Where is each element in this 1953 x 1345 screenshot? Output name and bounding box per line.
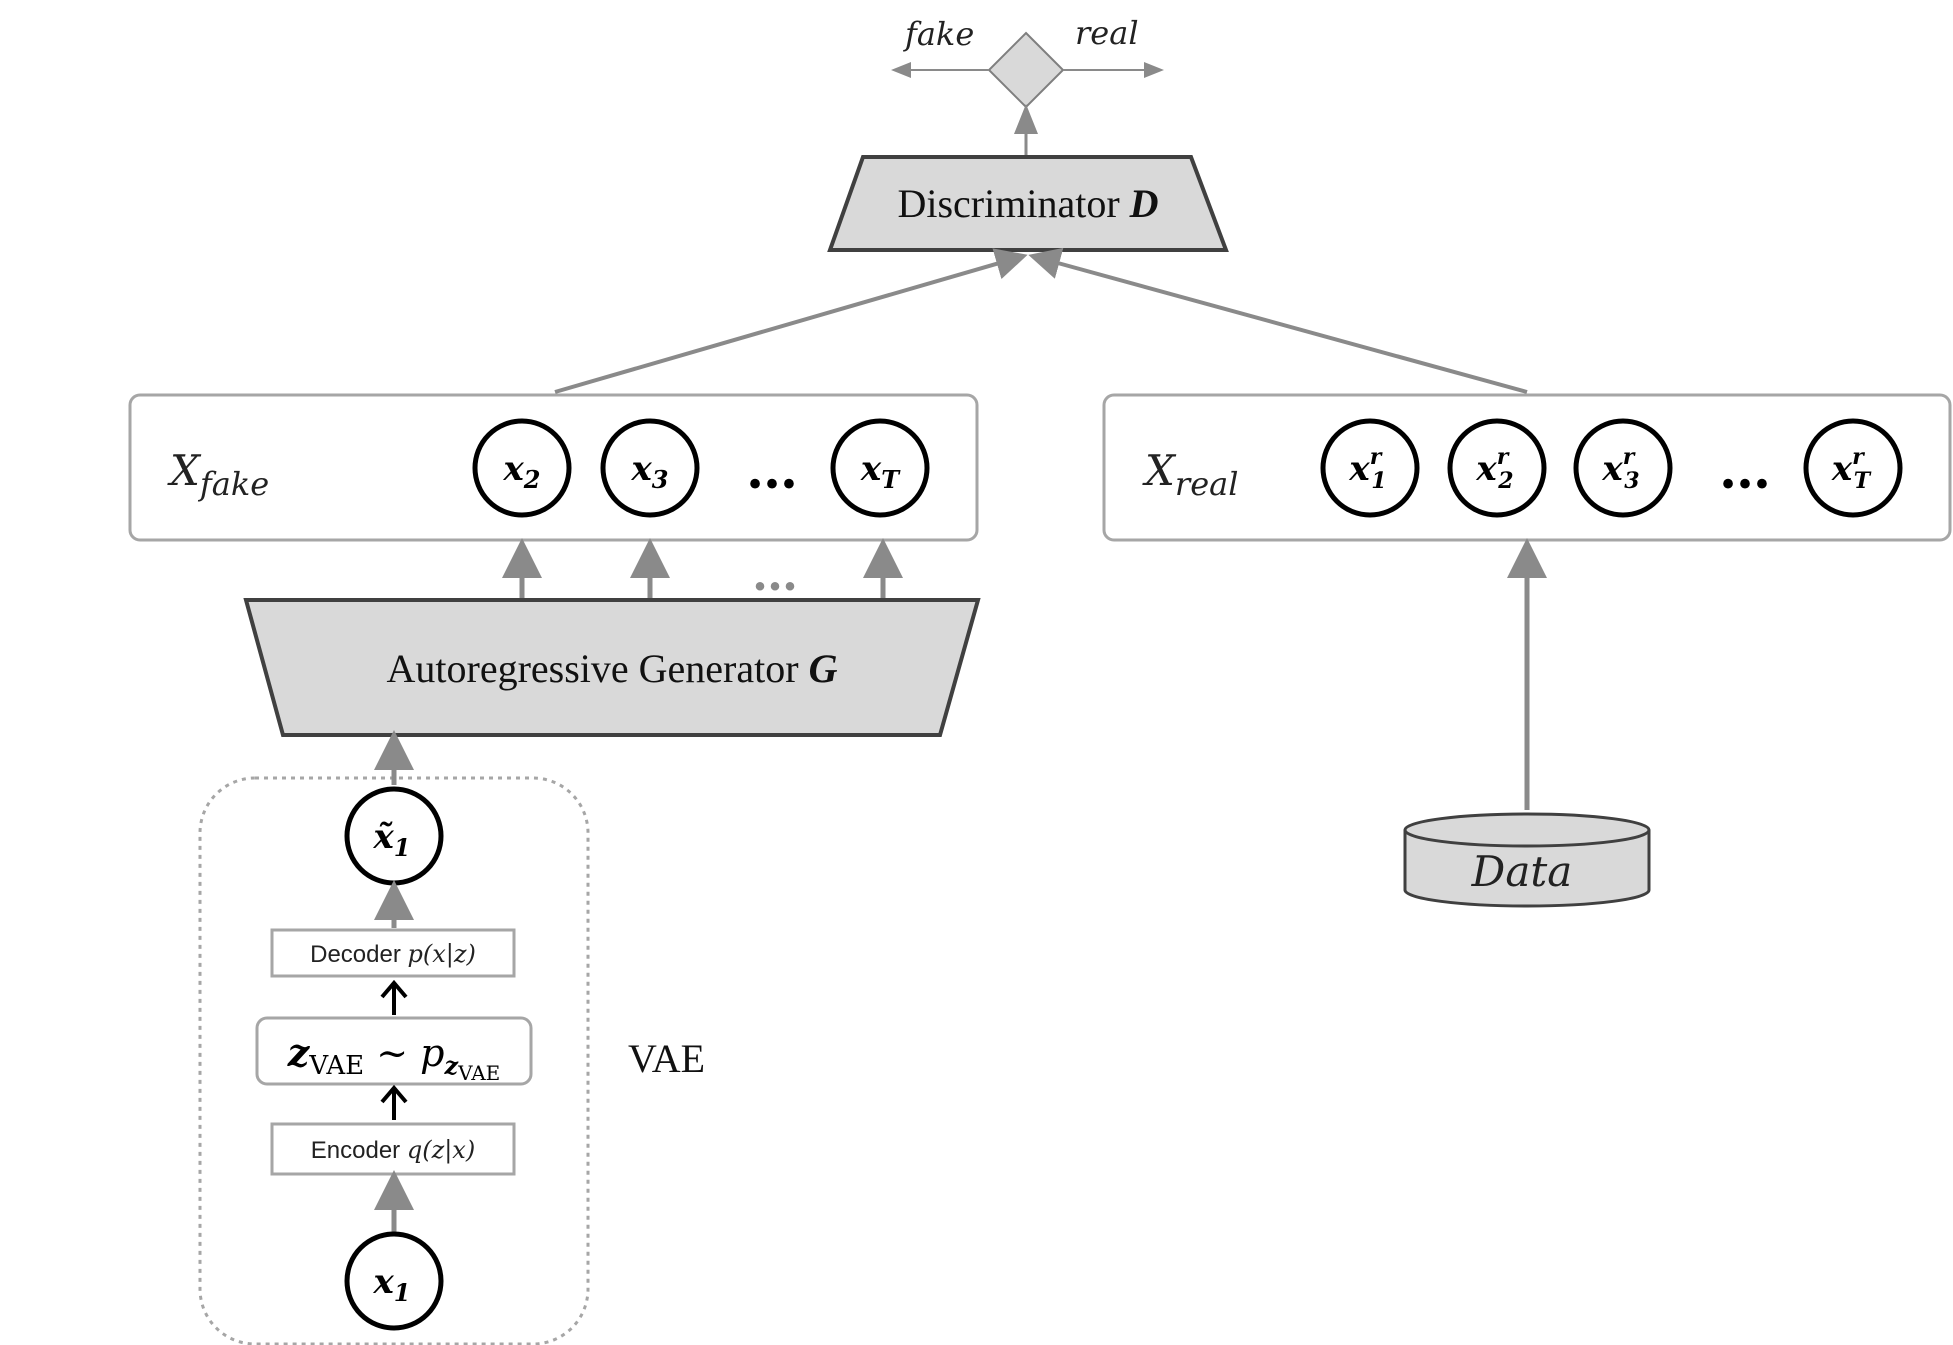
svg-text:zVAE ~ pzVAE: zVAE ~ pzVAE bbox=[287, 1030, 501, 1085]
data-cylinder-top bbox=[1403, 812, 1651, 848]
latent-box: zVAE ~ pzVAE bbox=[255, 1016, 533, 1086]
svg-text:x̃1: x̃1 bbox=[373, 817, 411, 862]
svg-text:Decoder p(x|z): Decoder p(x|z) bbox=[310, 940, 476, 969]
fake-to-discriminator-arrow bbox=[554, 248, 1028, 394]
decision-node: fake real bbox=[891, 14, 1164, 155]
discriminator-shape bbox=[827, 155, 1229, 252]
svg-text:xT: xT bbox=[860, 449, 901, 494]
generator-label: Autoregressive Generator G bbox=[387, 646, 838, 691]
vae-label: VAE bbox=[628, 1036, 705, 1081]
node-x1: x1 bbox=[344, 1231, 444, 1331]
real-sequence-label: Xreal bbox=[1142, 446, 1238, 503]
svg-text:Encoder q(z|x): Encoder q(z|x) bbox=[311, 1136, 475, 1165]
svg-text:x2: x2 bbox=[503, 449, 541, 494]
latent-to-decoder-arrow bbox=[380, 979, 408, 1015]
node-xT: xT bbox=[830, 418, 930, 518]
decoder-box: Decoder p(x|z) bbox=[270, 928, 516, 978]
discriminator-block: Discriminator D bbox=[827, 155, 1229, 252]
generator-block: Autoregressive Generator G bbox=[243, 598, 981, 737]
node-x3: x3 bbox=[600, 418, 700, 518]
discriminator-label: Discriminator D bbox=[897, 181, 1158, 226]
data-cylinder-body bbox=[1403, 830, 1651, 908]
svg-text:xr2: xr2 bbox=[1475, 444, 1513, 494]
encoder-to-latent-arrow bbox=[380, 1084, 408, 1120]
svg-text:xrT: xrT bbox=[1831, 444, 1872, 494]
node-x-tilde-1: x̃1 bbox=[344, 786, 444, 886]
svg-text:xr1: xr1 bbox=[1348, 444, 1386, 494]
vae-block: VAE x̃1 Decoder p(x|z) zVAE ~ pzVAE bbox=[198, 730, 705, 1345]
svg-text:x3: x3 bbox=[631, 449, 669, 494]
node-x2: x2 bbox=[472, 418, 572, 518]
real-sequence-ellipsis: … bbox=[1719, 440, 1771, 501]
fake-label: fake bbox=[903, 15, 974, 53]
fake-sequence-ellipsis: … bbox=[746, 440, 798, 501]
data-label: Data bbox=[1471, 847, 1573, 896]
svg-text:xr3: xr3 bbox=[1601, 444, 1639, 494]
encoder-box: Encoder q(z|x) bbox=[270, 1122, 516, 1176]
data-store: Data bbox=[1403, 538, 1651, 908]
generator-shape bbox=[243, 598, 981, 737]
fake-sequence-label: Xfake bbox=[167, 446, 269, 503]
svg-text:x1: x1 bbox=[373, 1262, 411, 1307]
generator-output-ellipsis: … bbox=[752, 547, 798, 601]
fake-sequence-box: Xfake x2 x3 … xT bbox=[128, 393, 979, 542]
real-label: real bbox=[1075, 14, 1139, 52]
decision-diamond bbox=[987, 31, 1065, 109]
real-to-discriminator-arrow bbox=[1028, 247, 1528, 394]
